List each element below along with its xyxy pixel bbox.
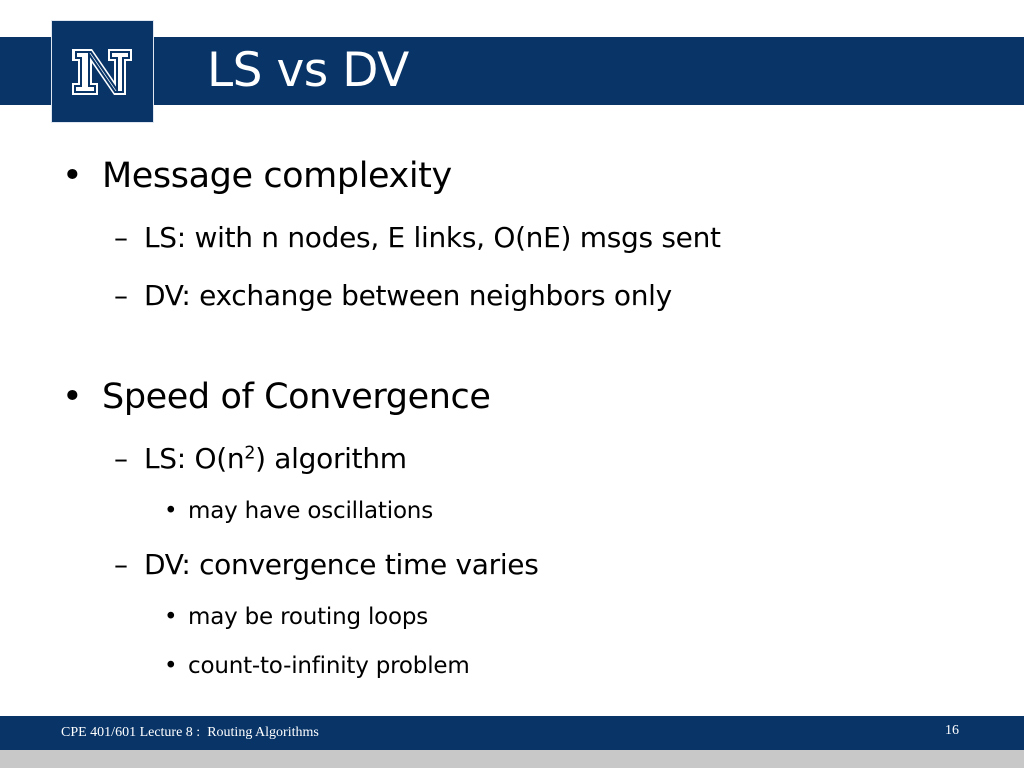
footer-band — [0, 716, 1024, 750]
sub-bullet-ls-message: –LS: with n nodes, E links, O(nE) msgs s… — [114, 221, 721, 254]
bullet-marker: • — [62, 377, 83, 417]
slide-title: LS vs DV — [207, 43, 409, 98]
sub-bullet-text: DV: exchange between neighbors only — [144, 279, 672, 312]
sub-bullet-dv-message: –DV: exchange between neighbors only — [114, 279, 672, 312]
page-number: 16 — [945, 723, 959, 738]
dash-marker: – — [114, 221, 128, 254]
footer-strip — [0, 750, 1024, 768]
bullet-marker: • — [164, 653, 178, 679]
sub-bullet-text-after: ) algorithm — [255, 442, 407, 475]
sub-bullet-text-before: LS: O(n — [144, 442, 245, 475]
bullet-marker: • — [164, 604, 178, 630]
sub-sub-bullet-text: may have oscillations — [188, 498, 433, 524]
dash-marker: – — [114, 279, 128, 312]
sub-sub-bullet-text: count-to-infinity problem — [188, 653, 470, 679]
sub-bullet-text: DV: convergence time varies — [144, 548, 539, 581]
bullet-text: Speed of Convergence — [102, 377, 491, 417]
footer-course-label: CPE 401/601 Lecture 8 : Routing Algorith… — [61, 725, 319, 740]
title-band — [0, 37, 1024, 105]
bullet-marker: • — [62, 156, 83, 196]
sub-bullet-dv-convergence: –DV: convergence time varies — [114, 548, 539, 581]
sub-bullet-ls-convergence: –LS: O(n2) algorithm — [114, 442, 407, 475]
sub-sub-bullet-oscillations: • may have oscillations — [164, 498, 433, 524]
bullet-marker: • — [164, 498, 178, 524]
sub-sub-bullet-count-to-infinity: • count-to-infinity problem — [164, 653, 470, 679]
bullet-text: Message complexity — [102, 156, 452, 196]
sub-sub-bullet-text: may be routing loops — [188, 604, 429, 630]
bullet-speed-of-convergence: • Speed of Convergence — [62, 377, 491, 417]
sub-bullet-text: LS: with n nodes, E links, O(nE) msgs se… — [144, 221, 721, 254]
university-n-logo-icon — [51, 20, 154, 123]
dash-marker: – — [114, 442, 128, 475]
dash-marker: – — [114, 548, 128, 581]
superscript-exponent: 2 — [244, 443, 256, 464]
bullet-message-complexity: • Message complexity — [62, 156, 452, 196]
sub-sub-bullet-routing-loops: • may be routing loops — [164, 604, 428, 630]
